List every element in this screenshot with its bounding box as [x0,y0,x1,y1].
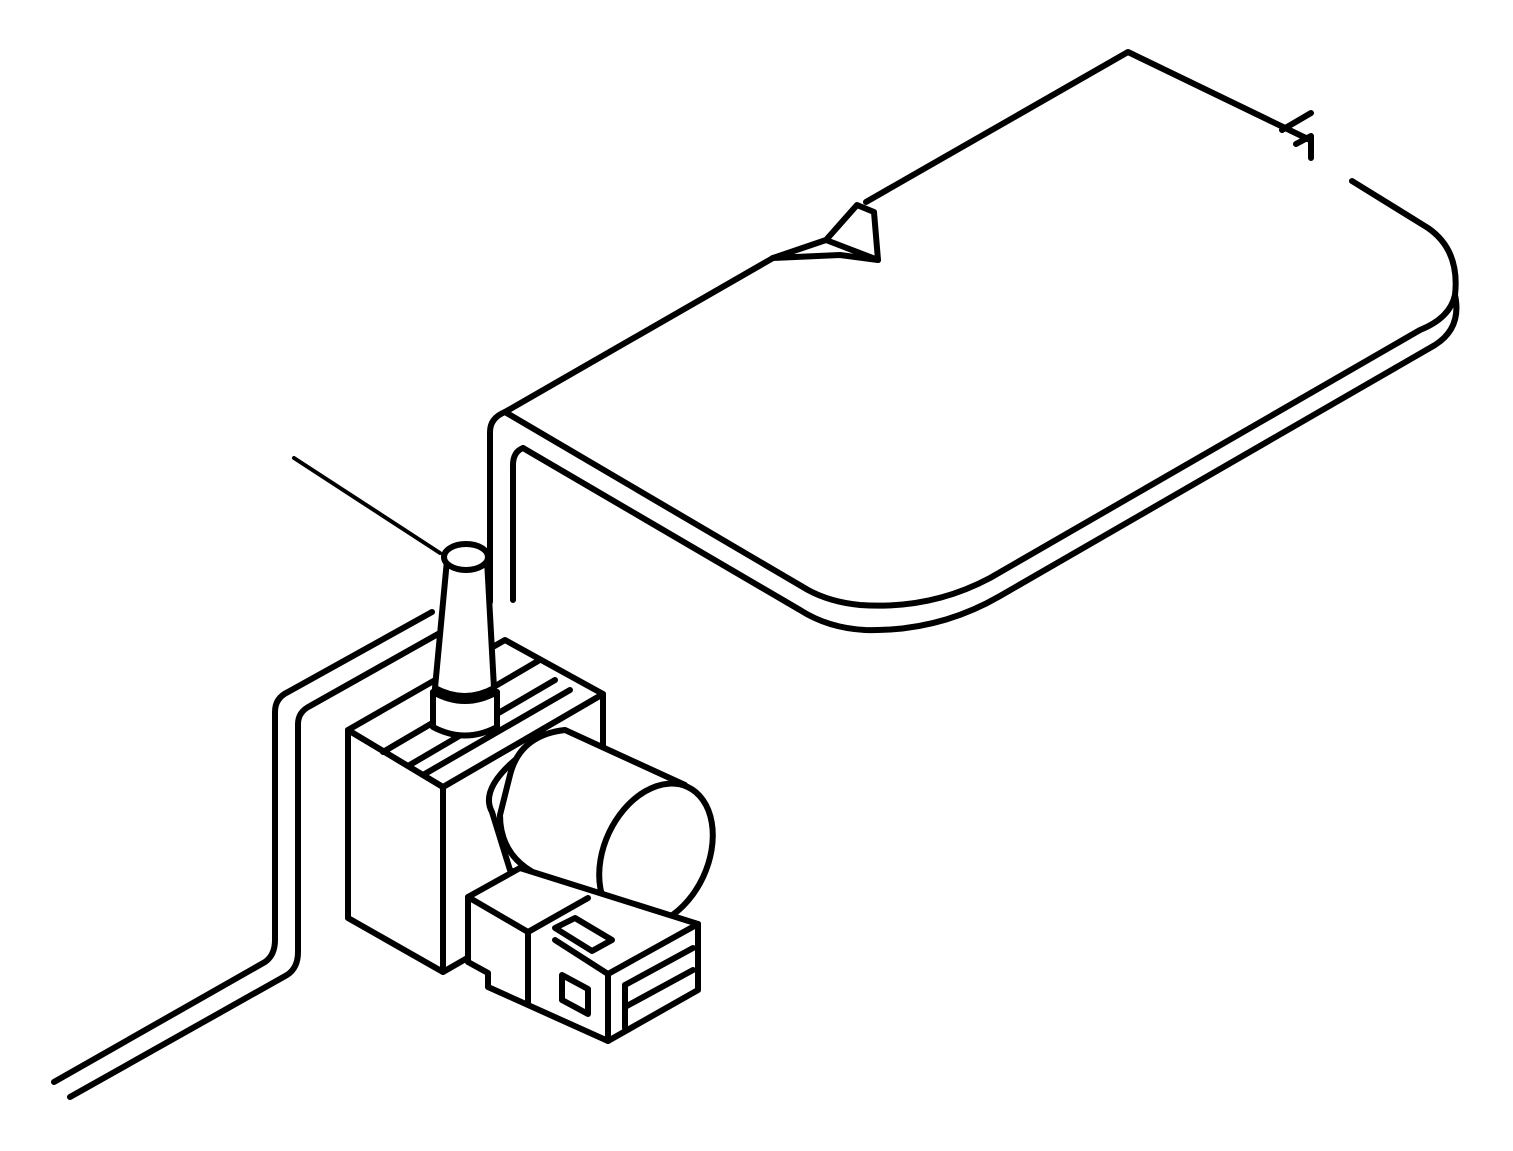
pump-nozzle [430,541,500,739]
leader-line [292,456,442,555]
lower-left-hose [51,609,441,1100]
reservoir-feed-tube [487,409,526,605]
reservoir-latch-tab [770,202,881,263]
reservoir-outline [502,49,1460,634]
electrical-connector [465,865,701,1044]
